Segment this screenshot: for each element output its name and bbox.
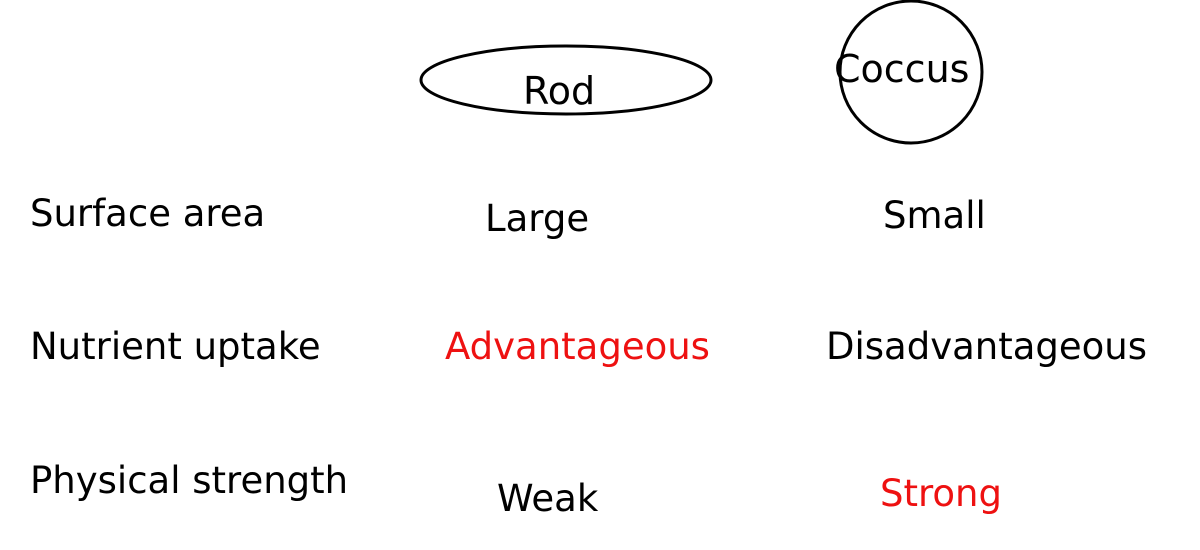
coccus-surface-area-value: Small (883, 194, 986, 237)
row-label-physical-strength: Physical strength (30, 459, 349, 502)
rod-label: Rod (523, 69, 596, 113)
coccus-label: Coccus (834, 47, 970, 91)
rod-shape-icon (419, 44, 713, 116)
rod-physical-strength-value: Weak (497, 477, 599, 520)
row-label-surface-area: Surface area (30, 192, 266, 235)
rod-nutrient-uptake-value: Advantageous (445, 325, 710, 368)
coccus-physical-strength-value: Strong (880, 472, 1002, 515)
rod-surface-area-value: Large (485, 197, 590, 240)
coccus-nutrient-uptake-value: Disadvantageous (826, 325, 1148, 368)
row-label-nutrient-uptake: Nutrient uptake (30, 325, 321, 368)
coccus-shape-icon (838, 0, 984, 145)
